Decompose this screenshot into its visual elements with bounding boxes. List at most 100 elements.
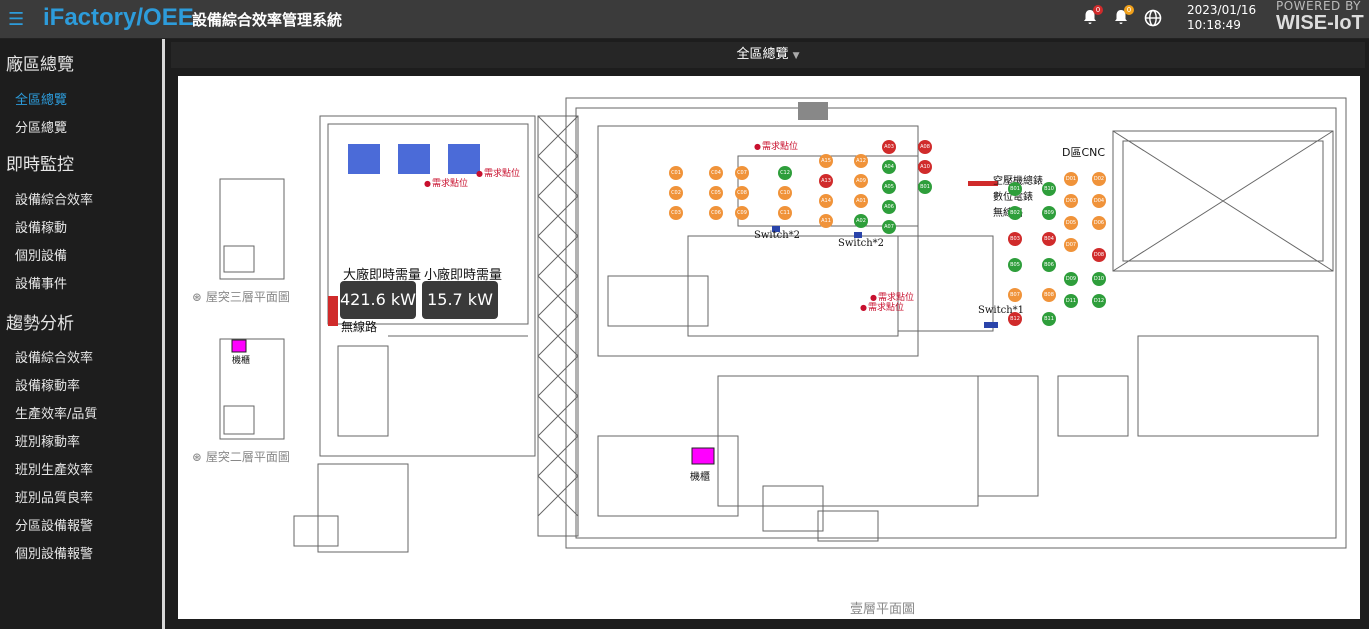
machine-dot[interactable]: D05 [1064, 216, 1078, 230]
sidebar-item-zone-overview[interactable]: 分區總覽 [15, 121, 68, 136]
machine-dot[interactable]: D10 [1092, 272, 1106, 286]
view-selector[interactable]: 全區總覽 ▼ [171, 42, 1365, 68]
sidebar-item-trend-utilization[interactable]: 設備稼動率 [15, 379, 81, 394]
sidebar-item-zone-alarms[interactable]: 分區設備報警 [15, 519, 94, 534]
roof3-title: ⊛ 屋突三層平面圖 [192, 290, 290, 304]
machine-dot[interactable]: B03 [1008, 232, 1022, 246]
small-plant-demand[interactable]: 15.7 kW [422, 281, 498, 319]
machine-dot[interactable]: D03 [1064, 194, 1078, 208]
machine-dot[interactable]: D08 [1092, 248, 1106, 262]
demand-point[interactable]: 需求點位 [870, 290, 914, 303]
machine-dot[interactable]: A10 [918, 160, 932, 174]
sidebar-section-trends[interactable]: 趨勢分析 [6, 314, 74, 334]
datetime: 2023/01/16 10:18:49 [1187, 3, 1256, 33]
big-plant-demand[interactable]: 421.6 kW [340, 281, 416, 319]
machine-dot[interactable]: A15 [819, 154, 833, 168]
sidebar-item-utilization[interactable]: 設備稼動 [15, 221, 68, 236]
cabinet-label-roof: 機櫃 [232, 356, 251, 366]
machine-dot[interactable]: A02 [854, 214, 868, 228]
sidebar-item-trend-efficiency[interactable]: 生產效率/品質 [15, 407, 98, 422]
sidebar-item-shift-quality[interactable]: 班別品質良率 [15, 491, 94, 506]
machine-dot[interactable]: C08 [735, 186, 749, 200]
machine-dot[interactable]: D07 [1064, 238, 1078, 252]
sidebar-item-shift-efficiency[interactable]: 班別生產效率 [15, 463, 94, 478]
machine-dot[interactable]: B01 [1008, 182, 1022, 196]
machine-dot[interactable]: A13 [819, 174, 833, 188]
view-selector-label: 全區總覽 [736, 47, 789, 62]
machine-dot[interactable]: D01 [1064, 172, 1078, 186]
machine-dot[interactable]: D02 [1092, 172, 1106, 186]
machine-dot[interactable]: C02 [669, 186, 683, 200]
sidebar-item-shift-utilization[interactable]: 班別稼動率 [15, 435, 81, 450]
demand-point[interactable]: 需求點位 [476, 166, 520, 179]
small-plant-label: 小廠即時需量 [424, 268, 503, 283]
sidebar-item-device-alarms[interactable]: 個別設備報警 [15, 547, 94, 562]
sidebar-item-all-overview[interactable]: 全區總覽 [15, 93, 68, 108]
compressor-meter-label: 空壓機總錶 [993, 176, 1043, 187]
machine-dot[interactable]: B06 [1042, 258, 1056, 272]
sidebar-section-realtime[interactable]: 即時監控 [6, 155, 74, 175]
sidebar-section-overview[interactable]: 廠區總覽 [6, 55, 74, 75]
warning-bell-icon[interactable]: 0 [1114, 5, 1134, 25]
machine-dot[interactable]: C07 [735, 166, 749, 180]
machine-dot[interactable]: C05 [709, 186, 723, 200]
machine-dot[interactable]: A11 [819, 214, 833, 228]
machine-dot[interactable]: C12 [778, 166, 792, 180]
machine-dot[interactable]: B01 [918, 180, 932, 194]
top-bar: ☰ iFactory/OEE 設備綜合效率管理系統 0 0 2023/01/16… [0, 0, 1369, 39]
machine-dot[interactable]: B11 [1042, 312, 1056, 326]
machine-dot[interactable]: A09 [854, 174, 868, 188]
time-text: 10:18:49 [1187, 18, 1241, 32]
machine-dot[interactable]: A01 [854, 194, 868, 208]
machine-dot[interactable]: A05 [882, 180, 896, 194]
machine-dot[interactable]: B02 [1008, 206, 1022, 220]
floor-plan: ⊛ 屋突三層平面圖 ⊛ 屋突二層平面圖 壹層平面圖 大廠即時需量 421.6 k… [178, 76, 1360, 619]
machine-dot[interactable]: C01 [669, 166, 683, 180]
floor-plan-drawing [219, 97, 1347, 553]
sidebar-item-individual[interactable]: 個別設備 [15, 249, 68, 264]
machine-dot[interactable]: C06 [709, 206, 723, 220]
warning-badge: 0 [1124, 5, 1134, 15]
sidebar-item-trend-oee[interactable]: 設備綜合效率 [15, 351, 94, 366]
switch-label: Switch*2 [838, 238, 885, 249]
machine-dot[interactable]: B12 [1008, 312, 1022, 326]
machine-dot[interactable]: D09 [1064, 272, 1078, 286]
system-title: 設備綜合效率管理系統 [192, 11, 343, 29]
machine-dot[interactable]: A14 [819, 194, 833, 208]
machine-dot[interactable]: A06 [882, 200, 896, 214]
machine-dot[interactable]: B05 [1008, 258, 1022, 272]
machine-dot[interactable]: A04 [882, 160, 896, 174]
floor-title: 壹層平面圖 [850, 602, 916, 617]
brand-logo: iFactory/OEE [43, 4, 194, 31]
demand-point[interactable]: 需求點位 [754, 139, 798, 152]
machine-dot[interactable]: C10 [778, 186, 792, 200]
machine-dot[interactable]: D11 [1064, 294, 1078, 308]
sidebar-item-events[interactable]: 設備事件 [15, 277, 68, 292]
machine-dot[interactable]: B04 [1042, 232, 1056, 246]
globe-icon[interactable] [1144, 9, 1162, 27]
machine-dot[interactable]: A07 [882, 220, 896, 234]
machine-dot[interactable]: C09 [735, 206, 749, 220]
machine-dot[interactable]: B09 [1042, 206, 1056, 220]
machine-dot[interactable]: C03 [669, 206, 683, 220]
machine-dot[interactable]: A03 [882, 140, 896, 154]
date-text: 2023/01/16 [1187, 3, 1257, 17]
sidebar: 廠區總覽 全區總覽 分區總覽 即時監控 設備綜合效率 設備稼動 個別設備 設備事… [0, 39, 165, 629]
machine-dot[interactable]: B07 [1008, 288, 1022, 302]
sidebar-item-oee[interactable]: 設備綜合效率 [15, 193, 94, 208]
demand-point[interactable]: 需求點位 [860, 300, 904, 313]
hamburger-icon[interactable]: ☰ [8, 9, 25, 30]
machine-dot[interactable]: C11 [778, 206, 792, 220]
notification-bell-icon[interactable]: 0 [1083, 5, 1103, 25]
demand-point[interactable]: 需求點位 [424, 176, 468, 189]
machine-dot[interactable]: D06 [1092, 216, 1106, 230]
zone-d-label: D區CNC [1062, 146, 1106, 159]
machine-dot[interactable]: A08 [918, 140, 932, 154]
machine-dot[interactable]: A12 [854, 154, 868, 168]
big-plant-label: 大廠即時需量 [343, 268, 422, 283]
machine-dot[interactable]: B10 [1042, 182, 1056, 196]
machine-dot[interactable]: D12 [1092, 294, 1106, 308]
machine-dot[interactable]: C04 [709, 166, 723, 180]
machine-dot[interactable]: B08 [1042, 288, 1056, 302]
machine-dot[interactable]: D04 [1092, 194, 1106, 208]
